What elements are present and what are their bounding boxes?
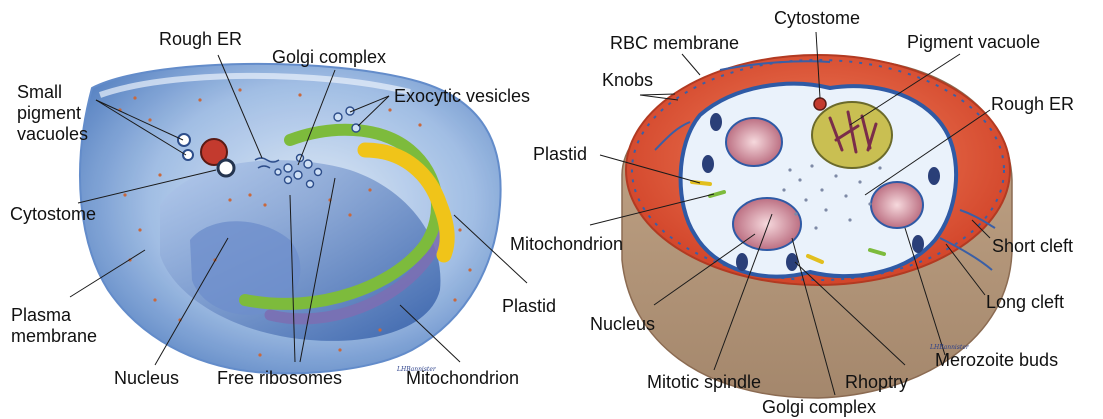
label-plasma-membrane: Plasma membrane: [11, 305, 121, 347]
label-pigment-vacuole: Pigment vacuole: [907, 32, 1040, 53]
leader-rbc-membrane: [682, 54, 700, 75]
label-mitochondrion-right: Mitochondrion: [510, 234, 623, 255]
label-free-ribosomes: Free ribosomes: [217, 368, 342, 389]
label-golgi-complex-right: Golgi complex: [762, 397, 876, 418]
label-rough-er-right: Rough ER: [991, 94, 1074, 115]
label-exocytic-vesicles: Exocytic vesicles: [394, 86, 530, 107]
leader-knobs-1: [640, 94, 675, 95]
label-mitotic-spindle: Mitotic spindle: [647, 372, 761, 393]
left-pigment-vacuole: [178, 134, 190, 146]
label-knobs: Knobs: [602, 70, 653, 91]
label-mitochondrion-left: Mitochondrion: [406, 368, 519, 389]
label-golgi-complex-left: Golgi complex: [272, 47, 386, 68]
label-small-pigment-vacuoles: Small pigment vacuoles: [17, 82, 117, 145]
label-plastid-left: Plastid: [502, 296, 556, 317]
label-rough-er-left: Rough ER: [159, 29, 242, 50]
label-short-cleft: Short cleft: [992, 236, 1073, 257]
label-long-cleft: Long cleft: [986, 292, 1064, 313]
label-cytostome-right: Cytostome: [774, 8, 860, 29]
left-cytostome-ring: [218, 160, 234, 176]
left-pigment-vacuole: [183, 150, 193, 160]
label-cytostome-left: Cytostome: [10, 204, 96, 225]
right-nucleus: [726, 118, 782, 166]
label-plastid-right: Plastid: [533, 144, 587, 165]
label-merozoite-buds: Merozoite buds: [935, 350, 1058, 371]
right-nucleus: [871, 182, 923, 228]
label-rhoptry: Rhoptry: [845, 372, 908, 393]
label-nucleus-right: Nucleus: [590, 314, 655, 335]
label-nucleus-left: Nucleus: [114, 368, 179, 389]
label-rbc-membrane: RBC membrane: [610, 33, 739, 54]
right-cytostome: [814, 98, 826, 110]
